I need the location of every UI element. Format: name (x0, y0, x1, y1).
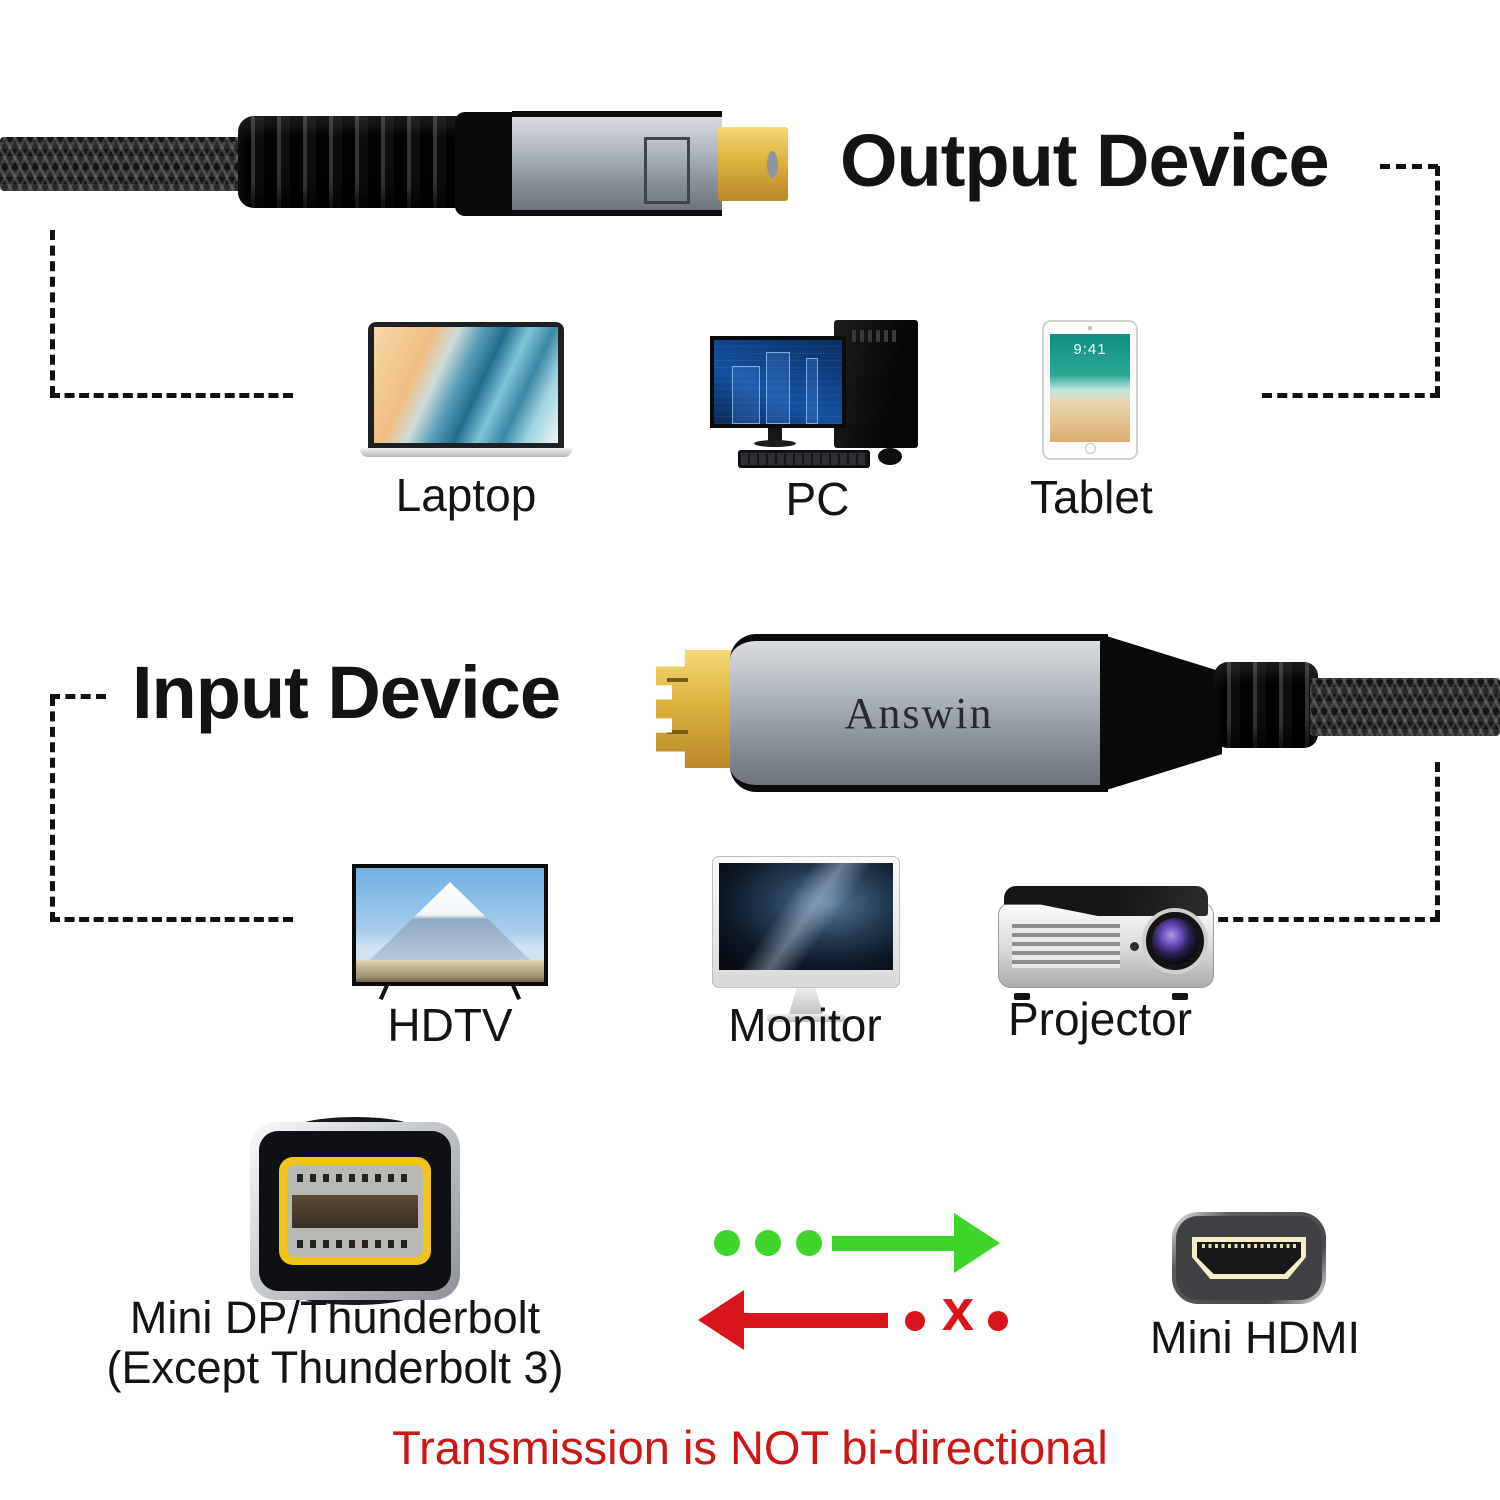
pc-label: PC (785, 473, 850, 525)
mini-dp-connector-icon (250, 1117, 460, 1305)
projector-icon (998, 886, 1214, 1000)
plug-hole-icon (767, 151, 778, 178)
pc-keyboard (738, 450, 870, 468)
laptop-screen (368, 322, 564, 448)
mini-dp-connector-body-icon (512, 111, 722, 216)
tablet-lockscreen-time: 9:41 (1073, 341, 1107, 358)
dashed-line (1262, 393, 1440, 398)
pin-row (297, 1240, 413, 1248)
hdtv-shore-strip (356, 960, 544, 982)
projector-label: Projector (1007, 993, 1193, 1045)
projector-grille (1012, 924, 1120, 968)
cable-strain-relief-icon (1214, 662, 1318, 748)
hdtv-label: HDTV (387, 999, 513, 1051)
connector-port (287, 1165, 423, 1257)
mini-dp-plug-icon (718, 127, 788, 201)
tablet-home-button (1085, 443, 1096, 454)
tablet-camera (1088, 326, 1092, 330)
dashed-line (1435, 762, 1440, 920)
wireframe-building (732, 366, 760, 424)
plug-contact-mark (667, 730, 688, 735)
pc-monitor-stand (768, 428, 782, 442)
green-dot (714, 1230, 740, 1256)
green-arrow-head (954, 1213, 1000, 1273)
dashed-line (50, 694, 106, 699)
tablet-icon: 9:41 (1042, 320, 1138, 460)
laptop-label: Laptop (395, 469, 537, 521)
laptop-base (360, 448, 572, 457)
pc-monitor-base (754, 440, 796, 447)
green-arrow-shaft (832, 1236, 958, 1251)
monitor-label: Monitor (728, 999, 882, 1051)
connector-face (259, 1131, 451, 1291)
mini-hdmi-connector-icon (1172, 1212, 1326, 1304)
projector-foot (1014, 993, 1030, 1000)
wireframe-building (806, 358, 818, 424)
braided-cable-icon (0, 137, 252, 191)
red-dot (905, 1311, 925, 1331)
dashed-line (50, 917, 293, 922)
projector-sensor (1130, 942, 1139, 951)
hdtv-icon (352, 864, 548, 1001)
pc-keys (741, 453, 867, 465)
pc-icon (710, 320, 930, 470)
port-slot (292, 1195, 418, 1229)
pin-row (297, 1174, 413, 1182)
monitor-icon (712, 856, 900, 1022)
laptop-icon (360, 322, 572, 457)
red-dot (988, 1311, 1008, 1331)
dashed-line (50, 696, 55, 922)
input-device-title: Input Device (132, 651, 561, 734)
connector-shell (250, 1122, 460, 1300)
projector-lens (1146, 912, 1204, 970)
connector-insert (279, 1157, 431, 1265)
hdtv-screen (356, 868, 544, 982)
dashed-line (1435, 166, 1440, 396)
plug-contact-mark (667, 678, 688, 683)
pc-mouse (878, 448, 902, 465)
pc-tower (834, 320, 918, 448)
tablet-label: Tablet (1030, 471, 1153, 523)
mini-hdmi-label: Mini HDMI (1150, 1312, 1360, 1363)
mini-hdmi-plug-icon (656, 650, 736, 768)
output-device-title: Output Device (840, 119, 1330, 202)
dashed-line (50, 393, 293, 398)
hdtv-frame (352, 864, 548, 986)
mini-dp-label-line1: Mini DP/Thunderbolt (129, 1292, 541, 1343)
braided-cable-icon (1310, 678, 1500, 736)
mountain-wallpaper (370, 882, 530, 960)
dashed-line (1380, 164, 1438, 169)
green-dot (796, 1230, 822, 1256)
connector-latch-detail-icon (644, 137, 690, 204)
pin-row (1202, 1244, 1296, 1248)
transmission-note: Transmission is NOT bi-directional (392, 1421, 1108, 1474)
wireframe-building (766, 352, 790, 424)
mini-hdmi-connector-body-icon: Answin (730, 634, 1108, 792)
red-arrow-head (698, 1290, 744, 1350)
green-dot (755, 1230, 781, 1256)
pc-tower-vent (852, 330, 900, 342)
blocked-x-symbol: x (941, 1278, 975, 1343)
tablet-screen: 9:41 (1050, 334, 1130, 442)
laptop-wallpaper (374, 327, 558, 443)
monitor-base (767, 1014, 845, 1022)
red-arrow-shaft (740, 1313, 888, 1328)
brand-text: Answin (844, 688, 994, 738)
projector-foot (1172, 993, 1188, 1000)
dashed-line (1203, 917, 1440, 922)
connector-neck-icon (1100, 634, 1222, 792)
mini-dp-label-line2: (Except Thunderbolt 3) (106, 1342, 564, 1393)
monitor-frame (712, 856, 900, 988)
pc-monitor (710, 336, 846, 428)
dashed-line (50, 230, 55, 396)
monitor-screen (719, 863, 893, 970)
